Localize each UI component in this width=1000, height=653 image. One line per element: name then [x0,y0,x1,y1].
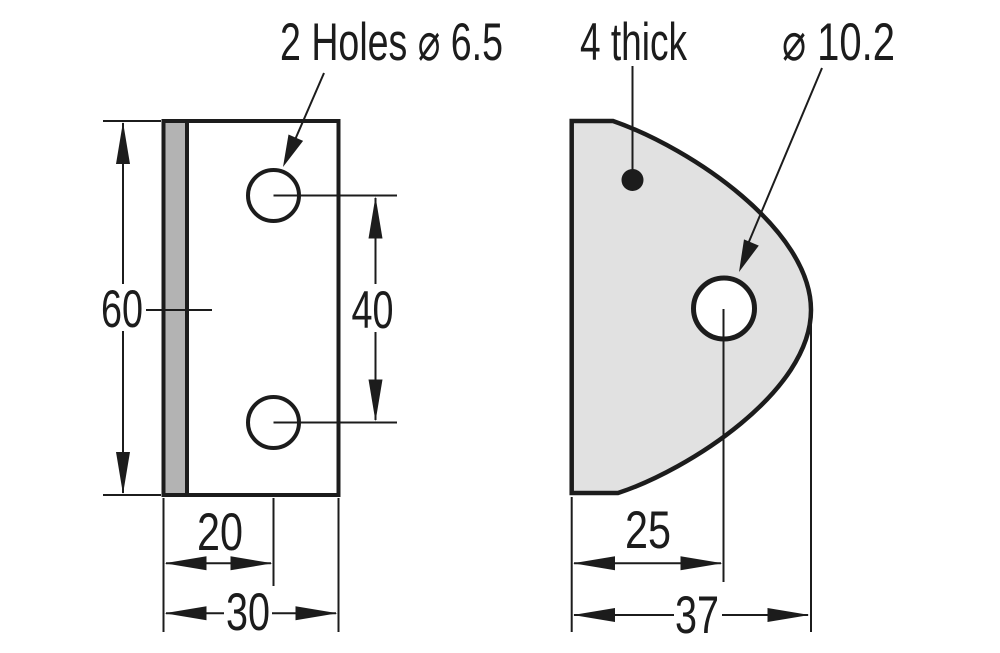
arrowhead-left [164,606,207,621]
note-large-hole-diameter: ⌀ 10.2 [782,13,895,72]
plate-face [161,119,341,497]
callout-thickness: 4 thick [580,13,687,191]
arrowhead-left [164,556,207,571]
dim-label-profile-width: 37 [675,586,719,645]
arrowhead-right [767,608,810,622]
dimension-large-hole-offset: 25 [570,497,723,632]
leader-line [747,67,823,245]
dimension-profile-width: 37 [573,325,812,645]
dim-label-large-hole-offset: 25 [625,501,671,560]
arrowhead-right [680,556,723,571]
note-thickness: 4 thick [580,13,687,72]
arrowhead-right [295,606,338,621]
leader-arrowhead [739,239,759,272]
leader-line [290,72,325,150]
callout-small-holes: 2 Holes ⌀ 6.5 [280,13,503,167]
plate-edge-strip [165,123,185,493]
dim-label-plate-width: 30 [226,583,270,642]
dimension-plate-width: 30 [164,498,340,642]
left-view-plate: 60 40 20 30 [101,13,503,642]
arrowhead-left [573,556,615,571]
arrowhead-down [116,452,130,494]
dimension-plate-height: 60 [101,120,212,496]
dim-label-hole-offset: 20 [197,503,243,562]
right-view-profile: 4 thick ⌀ 10.2 25 37 [569,13,895,645]
arrowhead-right [230,556,273,571]
leader-dot [621,169,644,191]
arrowhead-up [116,122,130,164]
arrowhead-down [368,379,383,422]
leader-arrowhead [283,134,304,167]
dim-label-height: 60 [101,280,143,339]
arrowhead-up [368,196,383,239]
note-holes: 2 Holes ⌀ 6.5 [280,13,503,72]
dimension-hole-spacing: 40 [352,196,394,422]
arrowhead-left [573,608,615,622]
dimension-hole-offset: 20 [162,498,275,632]
dim-label-hole-spacing: 40 [352,281,394,340]
callout-large-hole-diameter: ⌀ 10.2 [739,13,895,272]
